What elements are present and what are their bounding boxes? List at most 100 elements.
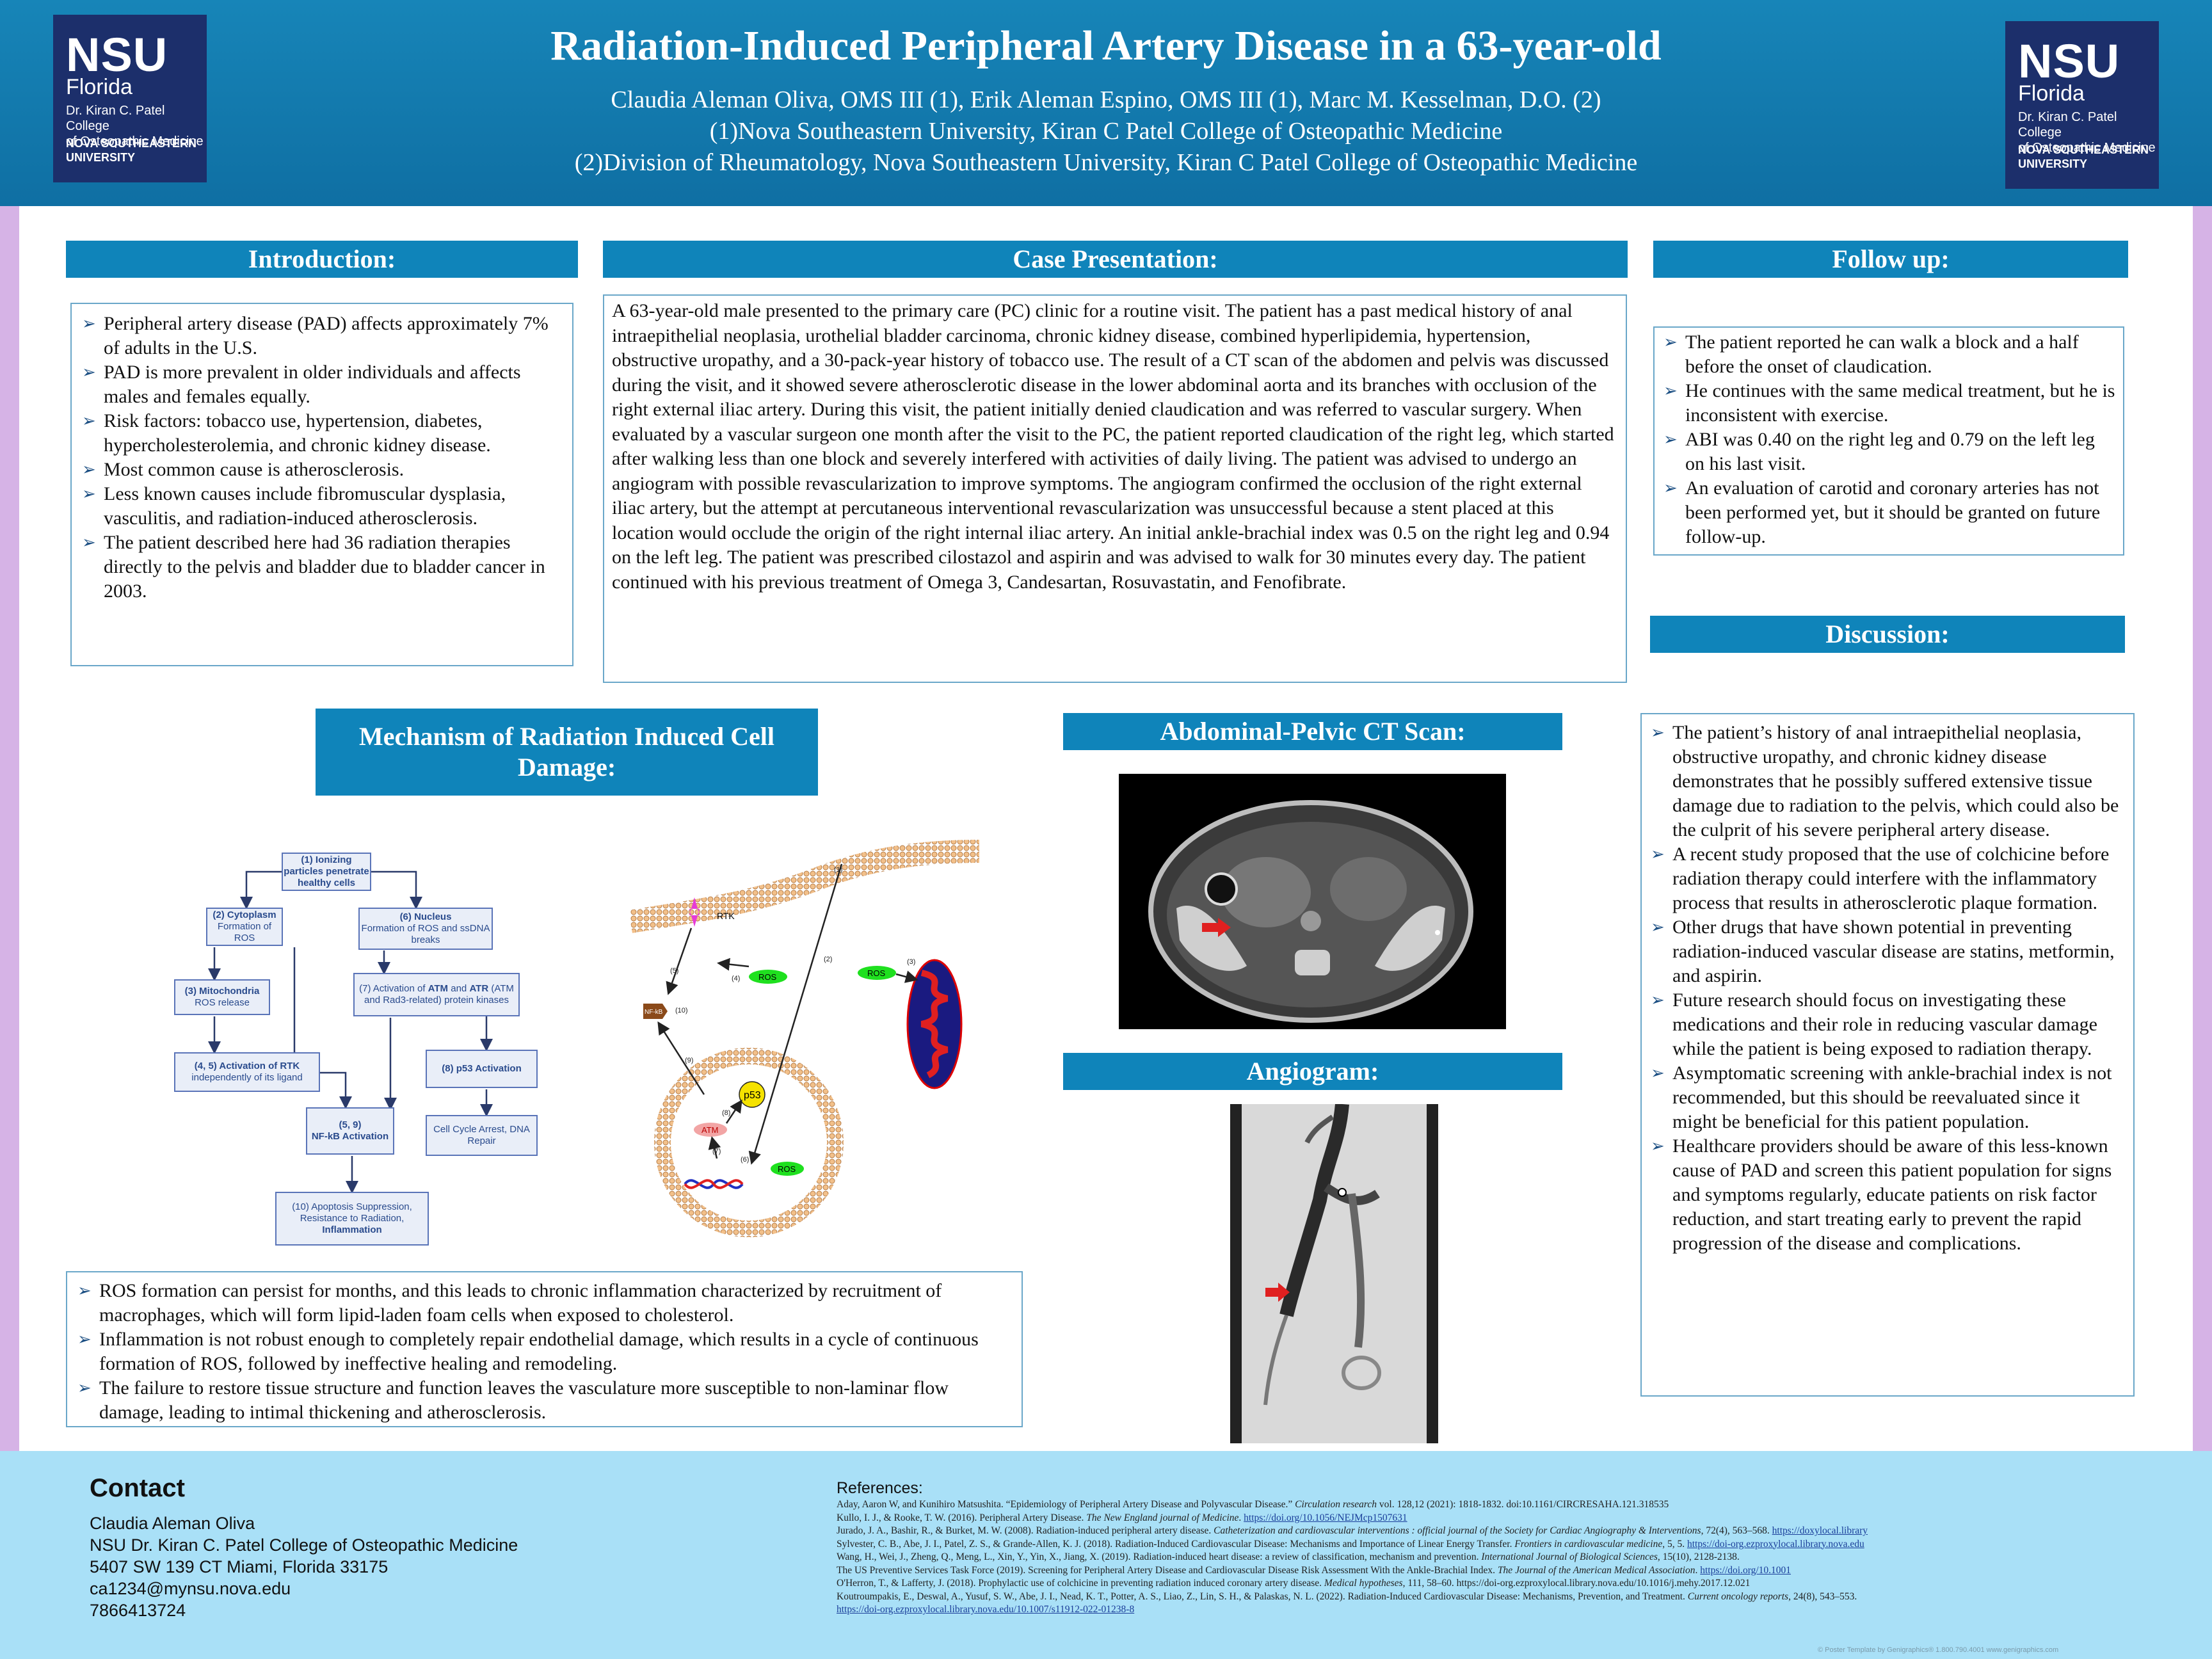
list-item: ABI was 0.40 on the right leg and 0.79 o… xyxy=(1660,428,2117,476)
reference-item: Koutroumpakis, E., Deswal, A., Yusuf, S.… xyxy=(837,1591,1857,1602)
follow-up-list: The patient reported he can walk a block… xyxy=(1660,330,2117,549)
step-label: (2) xyxy=(824,956,832,963)
flow-box-atm-atr: (7) Activation of ATM and ATR (ATM and R… xyxy=(353,973,520,1016)
rtk-icon xyxy=(689,897,700,927)
reference-link[interactable]: https://doi-org.ezproxylocal.library.nov… xyxy=(1687,1538,1864,1550)
cell-membrane xyxy=(630,840,979,933)
reference-item: Sylvester, C. B., Abe, J. I., Patel, Z. … xyxy=(837,1538,1864,1550)
step-label: (4) xyxy=(732,975,740,982)
step-label: (3) xyxy=(907,958,915,966)
follow-up-heading: Follow up: xyxy=(1653,241,2128,278)
step-label: (8) xyxy=(722,1109,730,1117)
p53-icon xyxy=(739,1081,765,1108)
case-presentation-box: A 63-year-old male presented to the prim… xyxy=(603,294,1627,683)
poster-footer: Contact Claudia Aleman Oliva NSU Dr. Kir… xyxy=(0,1451,2212,1659)
list-item: The failure to restore tissue structure … xyxy=(74,1376,1014,1425)
introduction-box: Peripheral artery disease (PAD) affects … xyxy=(70,303,573,666)
references-heading: References: xyxy=(837,1479,923,1497)
list-item: Other drugs that have shown potential in… xyxy=(1647,915,2127,988)
atm-p53-arrow xyxy=(725,1099,742,1124)
list-item: Less known causes include fibromuscular … xyxy=(78,482,565,531)
contact-heading: Contact xyxy=(90,1474,185,1502)
list-item: Risk factors: tobacco use, hypertension,… xyxy=(78,409,565,458)
nucleus-nfkb-arrow xyxy=(657,1021,705,1095)
p53-label: p53 xyxy=(744,1090,761,1101)
ct-scan-image xyxy=(1119,774,1506,1029)
contact-details: Claudia Aleman Oliva NSU Dr. Kiran C. Pa… xyxy=(90,1512,518,1621)
logo-nsu-text: NSU xyxy=(2018,35,2120,88)
angiogram-heading: Angiogram: xyxy=(1063,1053,1562,1090)
reference-item: Wang, H., Wei, J., Zheng, Q., Meng, L., … xyxy=(837,1551,1740,1562)
atm-label: ATM xyxy=(701,1125,718,1135)
poster-authors: Claudia Aleman Oliva, OMS III (1), Erik … xyxy=(611,86,1601,113)
contact-address: 5407 SW 139 CT Miami, Florida 33175 xyxy=(90,1557,389,1576)
case-presentation-text: A 63-year-old male presented to the prim… xyxy=(612,300,1614,593)
nucleus-membrane xyxy=(654,1048,844,1237)
flow-box-apoptosis: (10) Apoptosis Suppression, Resistance t… xyxy=(275,1192,429,1246)
list-item: An evaluation of carotid and coronary ar… xyxy=(1660,476,2117,549)
right-side-band xyxy=(2193,206,2212,1451)
reference-link[interactable]: https://doi-org.ezproxylocal.library.nov… xyxy=(837,1604,1135,1615)
list-item: Most common cause is atherosclerosis. xyxy=(78,458,565,482)
reference-item: Jurado, J. A., Bashir, R., & Burket, M. … xyxy=(837,1525,1868,1536)
step-label: (9) xyxy=(685,1057,693,1064)
introduction-list: Peripheral artery disease (PAD) affects … xyxy=(78,312,565,604)
discussion-list: The patient’s history of anal intraepith… xyxy=(1647,721,2127,1256)
discussion-box: The patient’s history of anal intraepith… xyxy=(1640,713,2135,1397)
red-arrow-icon xyxy=(1202,918,1231,937)
ros-label: ROS xyxy=(778,1164,796,1174)
angiogram-image xyxy=(1230,1104,1438,1443)
step-label: (5) xyxy=(670,967,678,975)
reference-item: Aday, Aaron W, and Kunihiro Matsushita. … xyxy=(837,1499,1669,1510)
radiation-path-arrow xyxy=(748,863,843,1165)
flow-box-cell-cycle: Cell Cycle Arrest, DNA Repair xyxy=(426,1115,538,1156)
ros-icon xyxy=(858,966,896,980)
logo-florida-text: Florida xyxy=(2018,81,2085,106)
mitochondrion-cristae xyxy=(920,970,949,1078)
list-item: PAD is more prevalent in older individua… xyxy=(78,360,565,409)
reference-item: The US Preventive Services Task Force (2… xyxy=(837,1564,1791,1576)
list-item: A recent study proposed that the use of … xyxy=(1647,842,2127,915)
ct-scan-heading: Abdominal-Pelvic CT Scan: xyxy=(1063,713,1562,750)
list-item: The patient reported he can walk a block… xyxy=(1660,330,2117,379)
step-label: (1) xyxy=(834,866,842,874)
list-item: He continues with the same medical treat… xyxy=(1660,379,2117,428)
nfkb-icon xyxy=(643,1004,668,1019)
ros-icon xyxy=(749,970,787,984)
left-side-band xyxy=(0,206,19,1451)
discussion-heading: Discussion: xyxy=(1650,616,2125,653)
list-item: The patient’s history of anal intraepith… xyxy=(1647,721,2127,842)
contact-name: Claudia Aleman Oliva xyxy=(90,1514,255,1533)
list-item: Asymptomatic screening with ankle-brachi… xyxy=(1647,1061,2127,1134)
contact-email[interactable]: ca1234@mynsu.nova.edu xyxy=(90,1579,291,1598)
logo-nsu-text: NSU xyxy=(66,28,168,81)
atm-icon xyxy=(694,1123,727,1137)
dna-atm-arrow xyxy=(708,1136,721,1159)
mechanism-box: ROS formation can persist for months, an… xyxy=(66,1271,1023,1427)
reference-item: O'Herron, T., & Lafferty, J. (2018). Pro… xyxy=(837,1578,1751,1589)
ros-label: ROS xyxy=(758,972,777,982)
reference-link[interactable]: https://doi.org/10.1001 xyxy=(1700,1564,1791,1576)
contact-college: NSU Dr. Kiran C. Patel College of Osteop… xyxy=(90,1535,518,1555)
reference-link[interactable]: https://doi.org/10.1056/NEJMcp1507631 xyxy=(1244,1512,1407,1523)
flowchart-connectors xyxy=(208,870,493,1194)
mechanism-heading: Mechanism of Radiation Induced Cell Dama… xyxy=(316,709,818,796)
dna-strand-icon xyxy=(684,1179,744,1189)
list-item: Healthcare providers should be aware of … xyxy=(1647,1134,2127,1256)
reference-link[interactable]: https://doxylocal.library xyxy=(1772,1525,1868,1536)
flow-box-nfkb: (5, 9)NF-kB Activation xyxy=(306,1107,394,1155)
list-item: Inflammation is not robust enough to com… xyxy=(74,1327,1014,1376)
list-item: The patient described here had 36 radiat… xyxy=(78,531,565,604)
mechanism-list: ROS formation can persist for months, an… xyxy=(74,1279,1014,1425)
contact-phone: 7866413724 xyxy=(90,1601,186,1620)
follow-up-box: The patient reported he can walk a block… xyxy=(1653,326,2124,556)
poster-affiliation-2: (2)Division of Rheumatology, Nova Southe… xyxy=(574,149,1638,176)
